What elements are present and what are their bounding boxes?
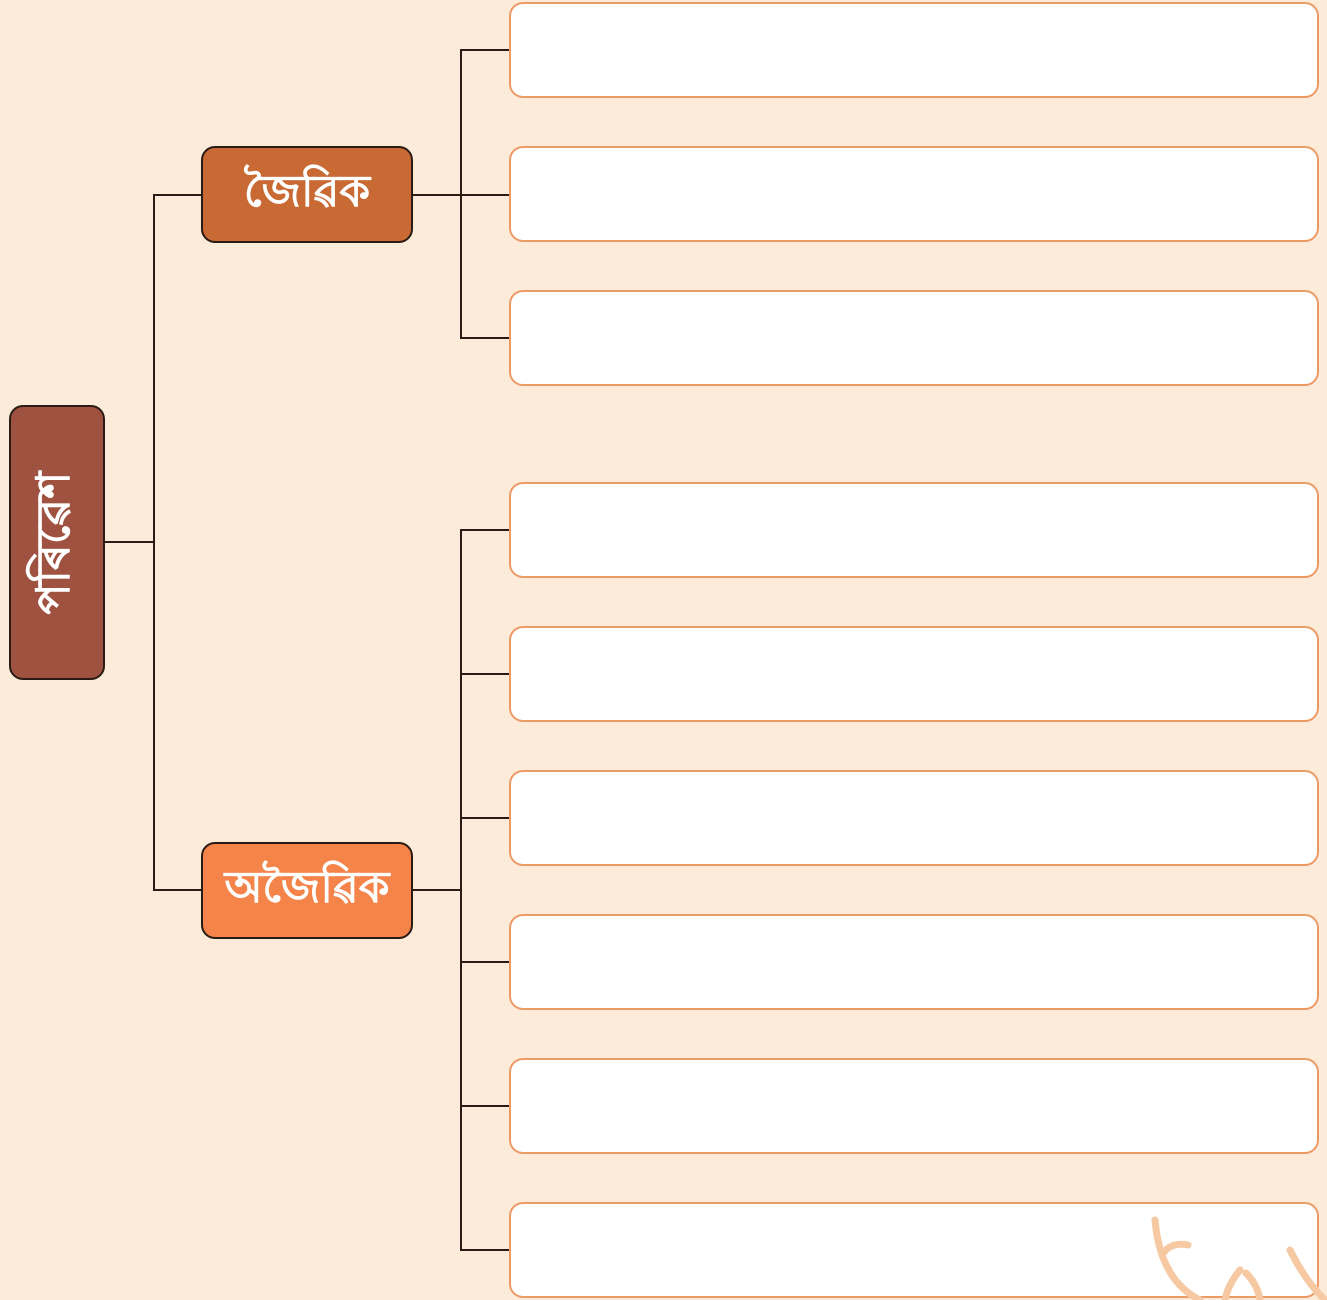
abiotic-answer-box[interactable]	[509, 482, 1319, 578]
abiotic-leaf-connector	[460, 817, 510, 819]
abiotic-branch-connector	[153, 889, 202, 891]
abiotic-answer-box[interactable]	[509, 626, 1319, 722]
abiotic-leaf-connector	[460, 961, 510, 963]
abiotic-leaf-connector	[460, 1105, 510, 1107]
trunk-connector	[153, 194, 155, 891]
abiotic-answer-box[interactable]	[509, 770, 1319, 866]
antler-decoration-icon	[1140, 1215, 1327, 1300]
root-connector	[105, 541, 154, 543]
abiotic-answer-box[interactable]	[509, 914, 1319, 1010]
root-node: পৰিৱেশ	[9, 405, 105, 680]
abiotic-leaf-connector	[460, 673, 510, 675]
biotic-answer-box[interactable]	[509, 146, 1319, 242]
biotic-leaf-connector	[460, 194, 510, 196]
abiotic-out-connector	[413, 889, 461, 891]
abiotic-leaf-connector	[460, 529, 510, 531]
abiotic-node: অজৈৱিক	[201, 842, 413, 939]
biotic-branch-connector	[153, 194, 202, 196]
biotic-answer-box[interactable]	[509, 290, 1319, 386]
biotic-node: জৈৱিক	[201, 146, 413, 243]
root-label: পৰিৱেশ	[19, 471, 95, 614]
abiotic-answer-box[interactable]	[509, 1058, 1319, 1154]
biotic-out-connector	[413, 194, 461, 196]
biotic-answer-box[interactable]	[509, 2, 1319, 98]
biotic-leaf-connector	[460, 337, 510, 339]
abiotic-leaf-connector	[460, 1249, 510, 1251]
abiotic-spine	[460, 529, 462, 1251]
biotic-leaf-connector	[460, 49, 510, 51]
